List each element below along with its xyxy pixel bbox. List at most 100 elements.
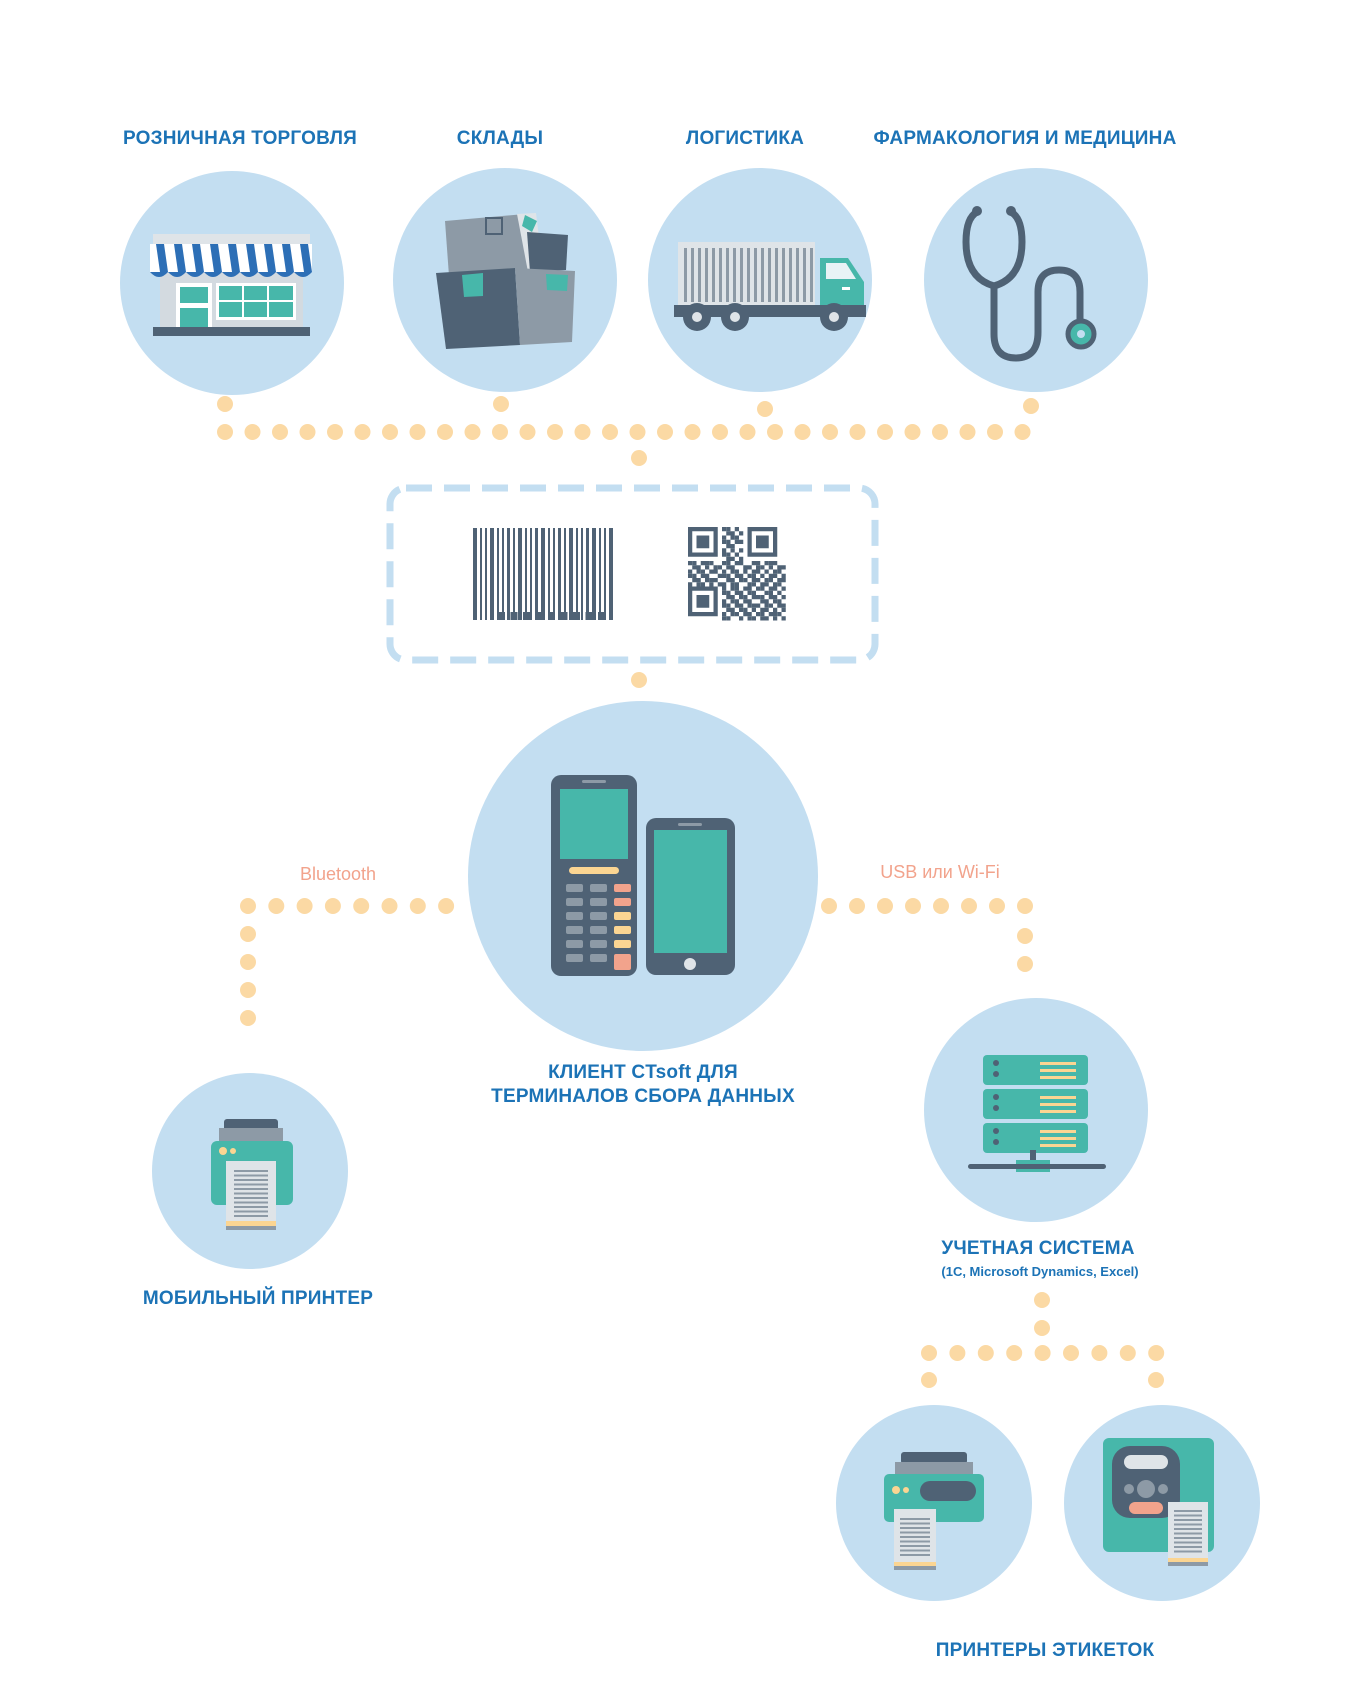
qr-module xyxy=(773,599,778,604)
qr-module xyxy=(751,573,756,578)
qr-module xyxy=(760,586,765,591)
server-led xyxy=(993,1128,999,1134)
qr-module xyxy=(777,565,782,570)
qr-module xyxy=(739,603,744,608)
qr-module xyxy=(751,578,756,583)
qr-module xyxy=(768,603,773,608)
connector-dot xyxy=(299,424,316,440)
paper-line xyxy=(900,1522,930,1525)
server-slot xyxy=(1040,1069,1076,1072)
server-led xyxy=(993,1094,999,1100)
qr-module xyxy=(751,582,756,587)
barcode-bar xyxy=(513,528,515,620)
connector-dot xyxy=(1091,1345,1108,1361)
connector-dot xyxy=(1014,424,1031,440)
qr-module xyxy=(764,582,769,587)
qr-module xyxy=(739,607,744,612)
connector-dot xyxy=(1034,1292,1050,1308)
qr-module xyxy=(743,578,748,583)
server-slot xyxy=(1040,1144,1076,1147)
qr-module xyxy=(768,590,773,595)
label-printers-label: ПРИНТЕРЫ ЭТИКЕТОК xyxy=(935,1640,1155,1661)
qr-module xyxy=(773,582,778,587)
qr-module xyxy=(743,586,748,591)
connector-dot xyxy=(629,424,646,440)
server-led xyxy=(993,1071,999,1077)
qr-module xyxy=(730,599,735,604)
mobile-printer-label: МОБИЛЬНЫЙ ПРИНТЕР xyxy=(142,1288,374,1309)
server-icon xyxy=(968,1055,1106,1172)
container-rib xyxy=(712,248,715,302)
industry-label-medicine: ФАРМАКОЛОГИЯ И МЕДИЦИНА xyxy=(873,128,1177,149)
awning-stripe xyxy=(300,244,312,272)
server-led xyxy=(993,1139,999,1145)
connector-dot xyxy=(240,982,256,998)
accounting-label: УЧЕТНАЯ СИСТЕМА xyxy=(941,1238,1135,1259)
key xyxy=(566,884,583,892)
qr-module xyxy=(773,586,778,591)
qr-module xyxy=(688,569,693,574)
qr-module xyxy=(777,582,782,587)
qr-module xyxy=(751,607,756,612)
connector-dot xyxy=(240,954,256,970)
connector-dot xyxy=(382,424,398,440)
qr-module xyxy=(739,531,744,536)
container-rib xyxy=(789,248,792,302)
server-slot xyxy=(1040,1062,1076,1065)
qr-module xyxy=(692,578,697,583)
accounting-sublabel: (1С, Microsoft Dynamics, Excel) xyxy=(941,1264,1139,1279)
qr-module xyxy=(730,548,735,553)
qr-module xyxy=(722,586,727,591)
qr-module xyxy=(739,556,744,561)
connector-dot xyxy=(464,424,481,440)
awning-stripe xyxy=(246,244,258,272)
barcode-digit xyxy=(573,612,580,620)
qr-module xyxy=(756,565,761,570)
awning-stripe xyxy=(228,244,240,272)
qr-module xyxy=(756,612,761,617)
barcode-digit xyxy=(560,612,568,620)
connector-dot xyxy=(684,424,701,440)
connector-dot xyxy=(240,926,256,942)
paper-line xyxy=(900,1540,930,1543)
key xyxy=(590,940,607,948)
barcode-digit xyxy=(585,612,593,620)
qr-module xyxy=(739,616,744,621)
barcode-bar xyxy=(480,528,482,620)
server-slot xyxy=(1040,1137,1076,1140)
qr-module xyxy=(726,590,731,595)
container-rib xyxy=(796,248,799,302)
qr-module xyxy=(730,556,735,561)
desktop-label-printer-icon xyxy=(884,1452,984,1570)
key xyxy=(590,912,607,920)
qr-module xyxy=(764,599,769,604)
qr-module xyxy=(688,561,693,566)
qr-module xyxy=(756,595,761,600)
server-led xyxy=(993,1060,999,1066)
connector-dot xyxy=(244,424,261,440)
qr-module xyxy=(726,556,731,561)
container-rib xyxy=(719,248,722,302)
qr-module xyxy=(734,582,739,587)
qr-module xyxy=(760,599,765,604)
connector-dot xyxy=(821,898,837,914)
qr-module xyxy=(760,607,765,612)
client-title: КЛИЕНТ CTsoft ДЛЯ ТЕРМИНАЛОВ СБОРА ДАННЫ… xyxy=(491,1061,795,1109)
connector-dot xyxy=(437,424,453,440)
qr-finder-core xyxy=(696,535,710,549)
qr-module xyxy=(768,565,773,570)
key xyxy=(590,898,607,906)
barcode-bar xyxy=(525,528,527,620)
barcode-bar xyxy=(518,528,522,620)
qr-module xyxy=(756,569,761,574)
container-rib xyxy=(698,248,701,302)
qr-module xyxy=(722,548,727,553)
qr-module xyxy=(764,603,769,608)
qr-module xyxy=(777,578,782,583)
connector-dot xyxy=(631,672,647,688)
barcode-bar xyxy=(553,528,555,620)
connector-dot xyxy=(1006,1345,1023,1361)
dotted-connectors xyxy=(217,396,1165,1388)
qr-module xyxy=(739,539,744,544)
connector-dot xyxy=(1119,1345,1136,1361)
